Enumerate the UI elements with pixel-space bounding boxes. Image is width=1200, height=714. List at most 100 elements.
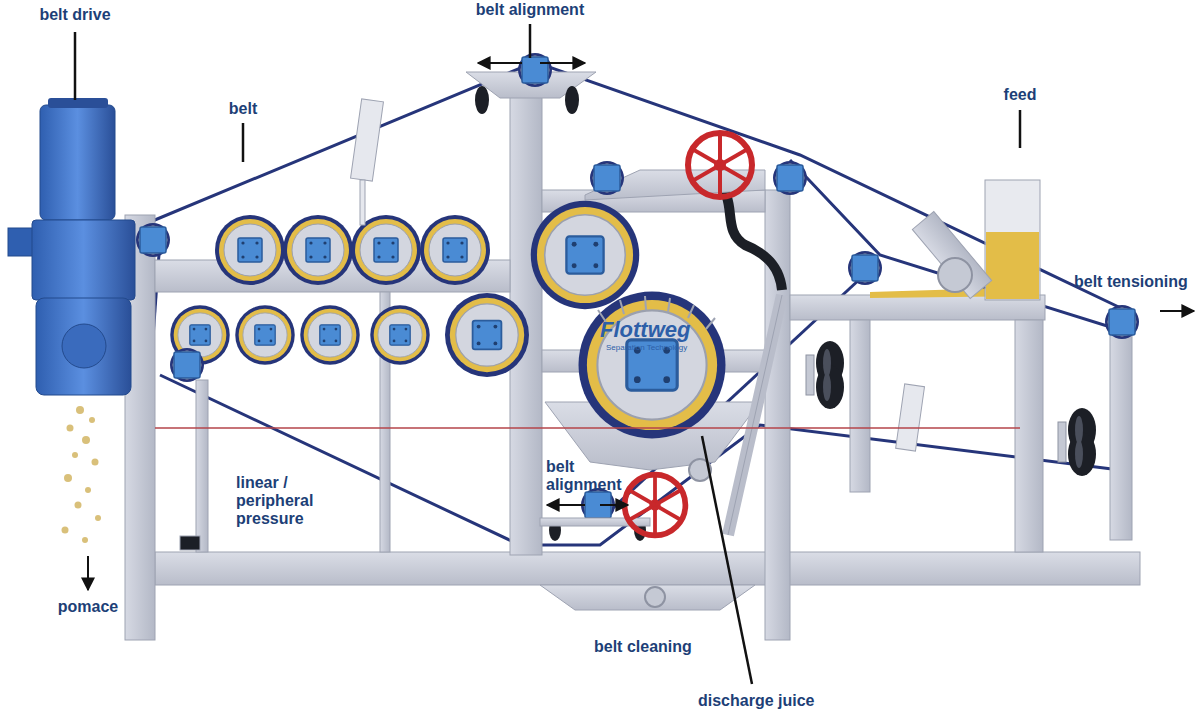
illustration-part	[1068, 408, 1096, 476]
illustration-part	[529, 24, 532, 58]
illustration-part	[816, 341, 844, 409]
illustration-part	[235, 305, 295, 365]
callout-label: discharge juice	[698, 692, 833, 710]
illustration-part	[478, 62, 522, 64]
illustration-part	[645, 587, 665, 607]
illustration-part	[702, 436, 752, 684]
illustration-part	[1015, 320, 1043, 552]
illustration-part	[547, 504, 585, 506]
illustration-part	[196, 380, 208, 552]
brand-logo: Flottweg	[600, 318, 720, 342]
illustration-part	[170, 348, 204, 382]
illustration-part	[848, 251, 882, 285]
illustration-part	[62, 527, 69, 534]
illustration-part	[912, 212, 991, 299]
illustration-part	[62, 324, 106, 368]
illustration-part	[300, 305, 360, 365]
illustration-part	[360, 180, 365, 225]
illustration-part	[95, 515, 101, 521]
machine-frame	[125, 72, 1140, 640]
illustration-part	[180, 536, 200, 550]
safety-cord	[155, 427, 1020, 429]
illustration-part	[540, 585, 755, 610]
illustration-part	[74, 32, 77, 100]
drive-motor	[8, 98, 135, 395]
callout-label: feed	[995, 86, 1045, 104]
illustration-part	[668, 298, 670, 312]
illustration-part	[850, 320, 870, 492]
alignment-wheels	[475, 86, 650, 541]
callout-label: belt	[223, 100, 263, 118]
air-bellows	[806, 341, 1096, 476]
illustration-part	[1019, 110, 1022, 148]
illustration-part	[370, 305, 430, 365]
illustration-part	[806, 355, 814, 395]
illustration-part	[87, 556, 89, 590]
illustration-part	[150, 62, 1125, 310]
illustration-part	[67, 425, 74, 432]
illustration-part	[1058, 422, 1066, 462]
brand-logo: Separation Technology	[606, 343, 726, 353]
illustration-part	[82, 537, 88, 543]
direction-arrow	[88, 63, 1194, 590]
illustration-part	[82, 436, 90, 444]
illustration-part	[283, 215, 353, 285]
pomace-particles	[62, 406, 102, 543]
illustration-part	[938, 258, 972, 292]
illustration-part	[565, 86, 579, 114]
illustration-part	[1110, 330, 1132, 540]
illustration-part	[155, 552, 1140, 585]
illustration-part	[92, 459, 99, 466]
illustration-part	[531, 201, 640, 310]
leader-line	[75, 24, 1020, 684]
illustration-part	[48, 98, 108, 108]
lever	[180, 99, 924, 550]
illustration-part	[728, 295, 782, 535]
illustration-part	[64, 474, 72, 482]
illustration-part	[625, 475, 686, 536]
illustration-part	[85, 487, 91, 493]
callout-label: pomace	[38, 598, 138, 616]
idler-roller	[136, 53, 1139, 522]
callout-label: belt tensioning	[1074, 273, 1196, 291]
illustration-part	[600, 504, 628, 506]
illustration-part	[728, 295, 782, 535]
illustration-part	[790, 160, 1120, 330]
illustration-part	[688, 305, 694, 318]
illustration-part	[1105, 305, 1139, 339]
illustration-part	[540, 62, 585, 64]
illustration-part	[475, 86, 489, 114]
illustration-part	[579, 292, 726, 439]
illustration-part	[351, 99, 384, 181]
illustration-part	[36, 298, 131, 395]
illustration-part	[590, 161, 624, 195]
illustration-part	[242, 123, 245, 162]
illustration-part	[896, 384, 925, 451]
callout-label: linear / peripheral pressure	[236, 474, 328, 528]
illustration-part	[32, 220, 135, 300]
belt-line	[150, 62, 1125, 545]
callout-label: belt drive	[25, 6, 125, 24]
illustration-part	[215, 215, 285, 285]
callout-label: belt alignment	[546, 458, 626, 494]
illustration-part	[72, 452, 78, 458]
illustration-part	[986, 232, 1039, 299]
illustration-part	[620, 300, 624, 314]
illustration-part	[76, 406, 84, 414]
illustration-part	[75, 502, 82, 509]
illustration-part	[136, 223, 170, 257]
callout-label: belt alignment	[465, 1, 595, 19]
illustration-part	[773, 161, 807, 195]
illustration-part	[688, 133, 752, 197]
illustration-part	[985, 180, 1040, 300]
illustration-part	[445, 293, 529, 377]
illustration-part	[40, 105, 115, 220]
illustration-part	[420, 215, 490, 285]
feed-hopper	[912, 180, 1040, 300]
callout-label: belt cleaning	[594, 638, 709, 656]
illustration-part	[89, 417, 95, 423]
illustration-part	[645, 296, 646, 310]
illustration-part	[706, 318, 715, 329]
